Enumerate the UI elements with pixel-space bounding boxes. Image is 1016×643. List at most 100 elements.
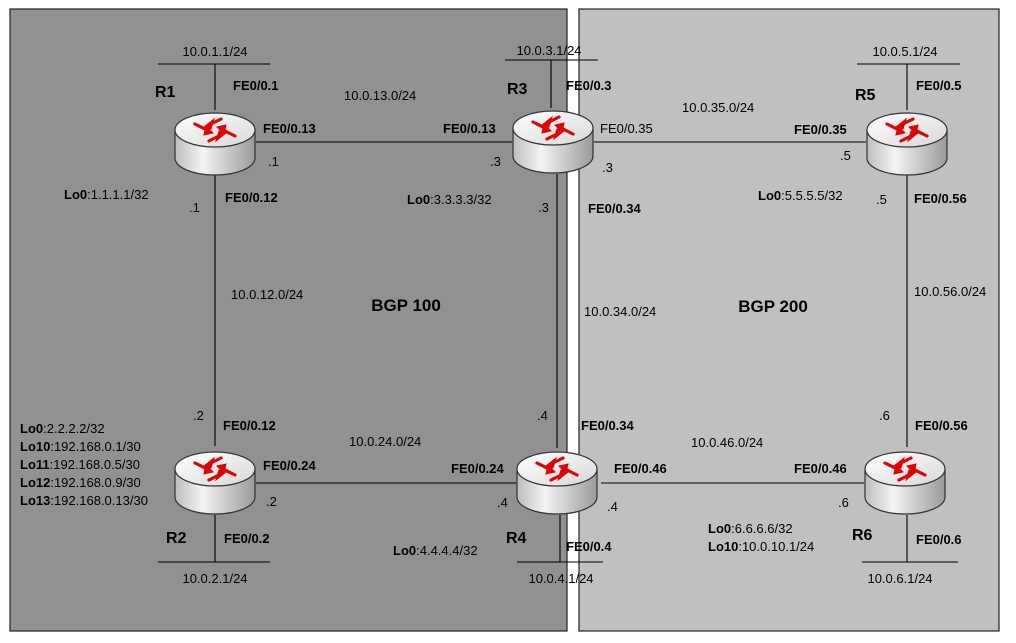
- r5-if-56: FE0/0.56: [914, 191, 967, 206]
- link-r1-r2-label: 10.0.12.0/24: [231, 287, 303, 302]
- r2-lo12-key: Lo12: [20, 475, 50, 490]
- r1-ip-12: .1: [189, 200, 200, 215]
- r5-lo0-val: :5.5.5.5/32: [781, 188, 842, 203]
- router-r4-icon: [515, 450, 599, 516]
- r4-ip-34: .4: [537, 408, 548, 423]
- r3-ip-35: .3: [602, 160, 613, 175]
- r5-ip-56: .5: [876, 192, 887, 207]
- r6-if-56: FE0/0.56: [915, 418, 968, 433]
- r3-lo0-key: Lo0: [407, 192, 430, 207]
- r4-if-46: FE0/0.46: [614, 461, 667, 476]
- r2-ip-24: .2: [266, 494, 277, 509]
- r6-lo10: Lo10:10.0.10.1/24: [708, 539, 814, 554]
- r2-lo10: Lo10:192.168.0.1/30: [20, 439, 141, 454]
- r4-loopbacks: Lo0:4.4.4.4/32: [393, 543, 478, 558]
- r1-ip-13: .1: [268, 154, 279, 169]
- router-r1-icon: [173, 111, 257, 177]
- r6-lo0-val: :6.6.6.6/32: [731, 521, 792, 536]
- r4-if-24: FE0/0.24: [451, 461, 505, 476]
- as100-label: BGP 100: [371, 296, 441, 315]
- r5-loopbacks: Lo0:5.5.5.5/32: [758, 188, 843, 203]
- r2-lo13: Lo13:192.168.0.13/30: [20, 493, 148, 508]
- r2-lo13-key: Lo13: [20, 493, 50, 508]
- router-r6-icon: [863, 450, 947, 516]
- r6-lo10-val: :10.0.10.1/24: [738, 539, 814, 554]
- r3-if-35: FE0/0.35: [600, 121, 653, 136]
- r1-if-12: FE0/0.12: [225, 190, 278, 205]
- r4-lan-if: FE0/0.4: [566, 539, 612, 554]
- link-r2-r4-label: 10.0.24.0/24: [349, 434, 421, 449]
- r2-ip-12: .2: [193, 408, 204, 423]
- r6-lo10-key: Lo10: [708, 539, 738, 554]
- as200-label: BGP 200: [738, 297, 808, 316]
- r6-loopbacks: Lo0:6.6.6.6/32 Lo10:10.0.10.1/24: [708, 521, 814, 554]
- r1-lan: 10.0.1.1/24: [182, 44, 247, 59]
- r3-if-34: FE0/0.34: [588, 201, 642, 216]
- r2-lo13-val: :192.168.0.13/30: [50, 493, 148, 508]
- r3-ip-13: .3: [490, 154, 501, 169]
- r5-name: R5: [855, 87, 876, 104]
- r4-name: R4: [506, 530, 527, 547]
- r6-name: R6: [852, 527, 873, 544]
- r2-loopbacks: Lo0:2.2.2.2/32 Lo10:192.168.0.1/30 Lo11:…: [20, 421, 148, 508]
- r5-ip-35: .5: [840, 148, 851, 163]
- r6-ip-56: .6: [879, 408, 890, 423]
- r2-lo12-val: :192.168.0.9/30: [50, 475, 140, 490]
- r4-lo0-key: Lo0: [393, 543, 416, 558]
- r2-lo0-val: :2.2.2.2/32: [43, 421, 104, 436]
- r1-loopbacks: Lo0:1.1.1.1/32: [64, 187, 149, 202]
- r2-lo10-val: :192.168.0.1/30: [50, 439, 140, 454]
- r1-name: R1: [155, 84, 176, 101]
- r3-lo0-val: :3.3.3.3/32: [430, 192, 491, 207]
- as200-area: [578, 8, 1000, 632]
- link-r5-r6-label: 10.0.56.0/24: [914, 284, 986, 299]
- r3-ip-34: .3: [538, 200, 549, 215]
- r2-lo10-key: Lo10: [20, 439, 50, 454]
- r5-if-35: FE0/0.35: [794, 122, 847, 137]
- r6-lan-if: FE0/0.6: [916, 532, 962, 547]
- link-r1-r3-label: 10.0.13.0/24: [344, 88, 416, 103]
- r2-lo12: Lo12:192.168.0.9/30: [20, 475, 141, 490]
- r5-lan-if: FE0/0.5: [916, 78, 962, 93]
- r2-if-12: FE0/0.12: [223, 418, 276, 433]
- r2-if-24: FE0/0.24: [263, 458, 317, 473]
- link-r4-r6-label: 10.0.46.0/24: [691, 435, 763, 450]
- link-r3-r4-label: 10.0.34.0/24: [584, 304, 656, 319]
- router-r2-icon: [173, 450, 257, 516]
- r2-lo0-key: Lo0: [20, 421, 43, 436]
- r5-lan: 10.0.5.1/24: [872, 44, 937, 59]
- r4-ip-46: .4: [607, 499, 618, 514]
- r2-name: R2: [166, 530, 187, 547]
- r1-if-13: FE0/0.13: [263, 121, 316, 136]
- r3-name: R3: [507, 81, 528, 98]
- r3-if-13: FE0/0.13: [443, 121, 496, 136]
- r2-lo11-key: Lo11: [20, 457, 50, 472]
- r2-lan-if: FE0/0.2: [224, 531, 270, 546]
- r1-lan-if: FE0/0.1: [233, 78, 279, 93]
- r4-lo0-val: :4.4.4.4/32: [416, 543, 477, 558]
- r6-if-46: FE0/0.46: [794, 461, 847, 476]
- r3-lan-if: FE0/0.3: [566, 78, 612, 93]
- r6-lo0: Lo0:6.6.6.6/32: [708, 521, 793, 536]
- r3-lan: 10.0.3.1/24: [516, 43, 581, 58]
- router-r5-icon: [865, 111, 949, 177]
- r2-lo0: Lo0:2.2.2.2/32: [20, 421, 105, 436]
- r1-lo0-key: Lo0: [64, 187, 87, 202]
- r4-lan: 10.0.4.1/24: [528, 571, 593, 586]
- r1-lo0-val: :1.1.1.1/32: [87, 187, 148, 202]
- r4-ip-24: .4: [497, 495, 508, 510]
- r3-loopbacks: Lo0:3.3.3.3/32: [407, 192, 492, 207]
- r2-lo11-val: :192.168.0.5/30: [50, 457, 140, 472]
- r6-ip-46: .6: [838, 495, 849, 510]
- as100-area: [9, 8, 568, 632]
- link-r3-r5-label: 10.0.35.0/24: [682, 100, 754, 115]
- links: [158, 59, 960, 563]
- r5-lo0-key: Lo0: [758, 188, 781, 203]
- r6-lo0-key: Lo0: [708, 521, 731, 536]
- r2-lan: 10.0.2.1/24: [182, 571, 247, 586]
- r4-if-34: FE0/0.34: [581, 418, 635, 433]
- r6-lan: 10.0.6.1/24: [867, 571, 932, 586]
- router-r3-icon: [511, 109, 595, 175]
- r2-lo11: Lo11:192.168.0.5/30: [20, 457, 140, 472]
